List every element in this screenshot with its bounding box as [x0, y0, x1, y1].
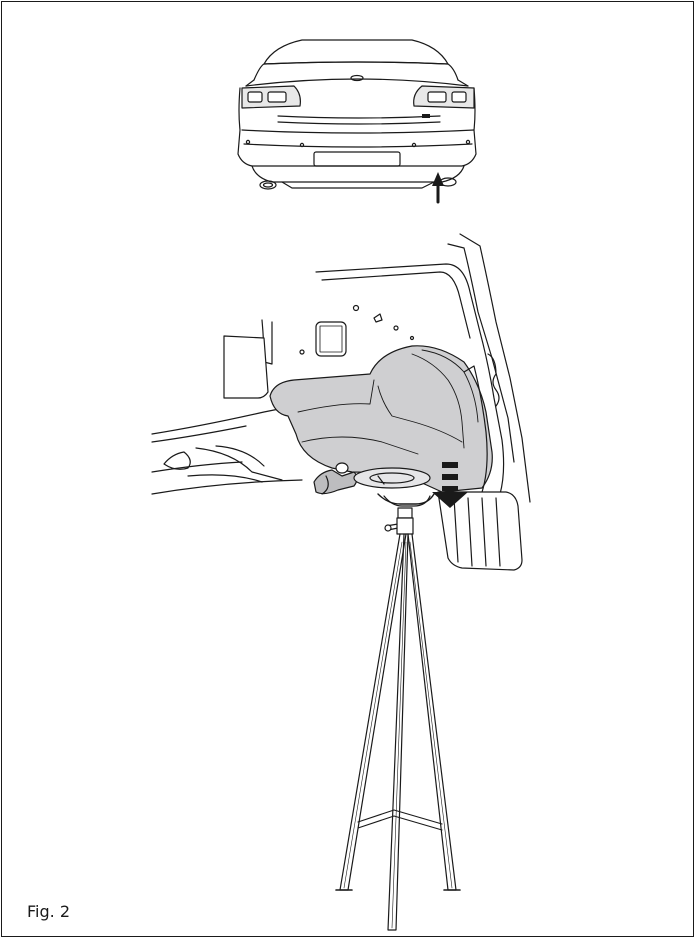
exhaust-pipe — [259, 180, 277, 190]
rear-bumper — [241, 129, 475, 134]
license-plate — [313, 151, 401, 167]
jack-saddle-contact — [353, 467, 431, 489]
mud-flap — [437, 491, 523, 571]
rear-window — [263, 39, 449, 65]
bracket — [223, 335, 269, 399]
underbody-panel — [269, 345, 493, 493]
trunk-lid — [245, 78, 469, 87]
car-rear-view — [237, 39, 477, 190]
underbody-detail — [151, 233, 531, 571]
figure-caption: Fig. 2 — [27, 902, 70, 921]
lowering-arrow — [432, 462, 468, 508]
jack-stand — [335, 493, 461, 931]
fastener-clamp — [313, 469, 358, 495]
lift-point-arrow — [432, 172, 444, 204]
